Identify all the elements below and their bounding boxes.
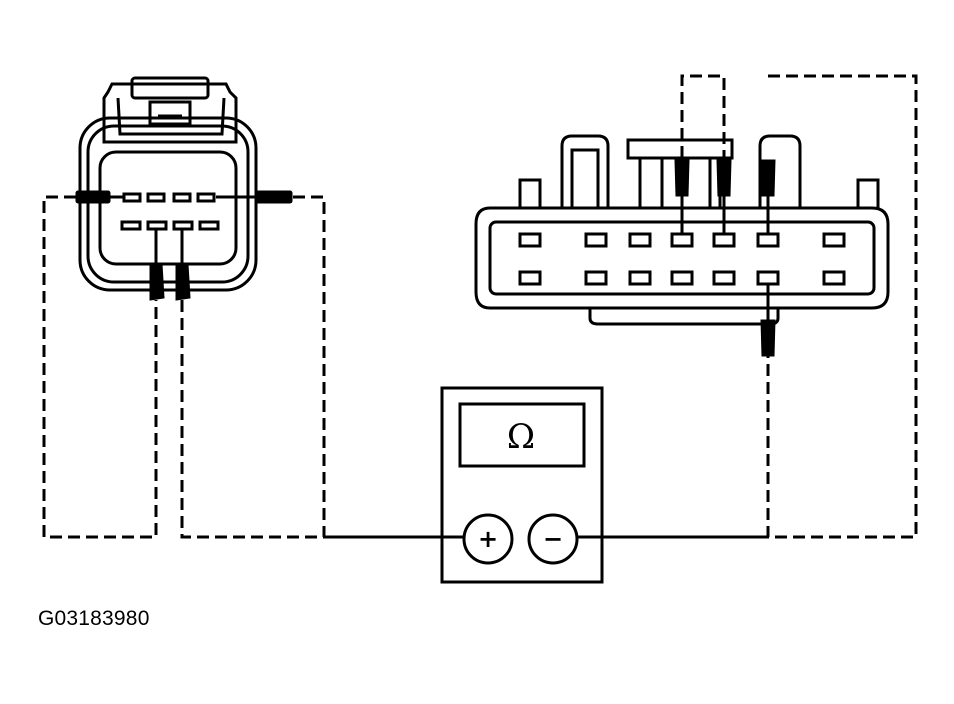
probe-tips: [75, 159, 776, 357]
ohmmeter: [440, 386, 604, 584]
probe-tip: [716, 159, 732, 197]
left-connector: [78, 76, 258, 292]
probe-tip: [175, 263, 191, 301]
right-connector: [474, 134, 890, 326]
probe-tip: [75, 190, 111, 204]
positive-terminal-label: +: [478, 525, 498, 553]
right-connector-probes: [680, 190, 770, 320]
probe-tip: [674, 159, 690, 197]
probe-tip: [760, 319, 776, 357]
probe-tip: [760, 159, 776, 197]
probe-tip: [255, 190, 293, 204]
negative-terminal-label: −: [543, 525, 563, 553]
probe-tip: [149, 263, 165, 301]
figure-code: G03183980: [38, 607, 150, 630]
left-connector-probes: [108, 195, 256, 264]
ohm-symbol: Ω: [507, 417, 535, 457]
